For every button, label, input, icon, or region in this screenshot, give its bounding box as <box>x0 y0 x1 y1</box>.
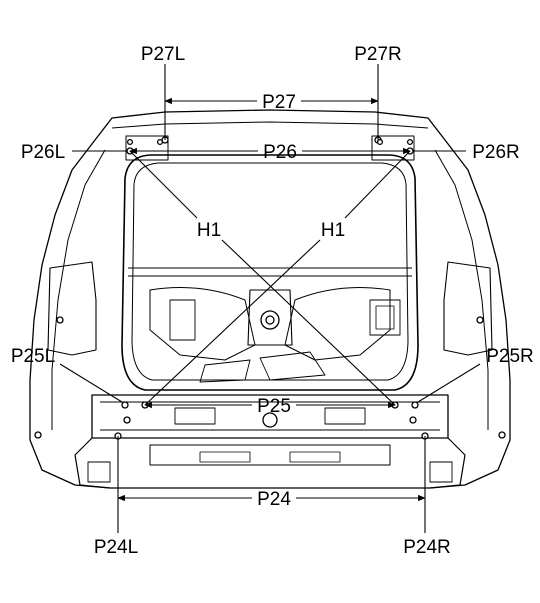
label-h1-left: H1 <box>197 220 221 241</box>
labels: P27L P27R P27 P26L P26 P26R H1 H1 P25L P… <box>11 44 534 558</box>
label-p25: P25 <box>257 396 291 417</box>
label-p26l: P26L <box>21 142 65 163</box>
label-p27r: P27R <box>354 44 402 65</box>
label-p26: P26 <box>263 142 297 163</box>
label-h1-right: H1 <box>321 220 345 241</box>
label-p25r: P25R <box>486 346 534 367</box>
label-p26r: P26R <box>472 142 520 163</box>
body-structure <box>29 109 511 489</box>
label-p24: P24 <box>257 489 291 510</box>
label-p24r: P24R <box>403 537 451 558</box>
label-p24l: P24L <box>94 537 138 558</box>
label-p27: P27 <box>262 92 296 113</box>
dimension-lines <box>59 64 481 533</box>
label-p27l: P27L <box>141 44 185 65</box>
label-p25l: P25L <box>11 346 55 367</box>
